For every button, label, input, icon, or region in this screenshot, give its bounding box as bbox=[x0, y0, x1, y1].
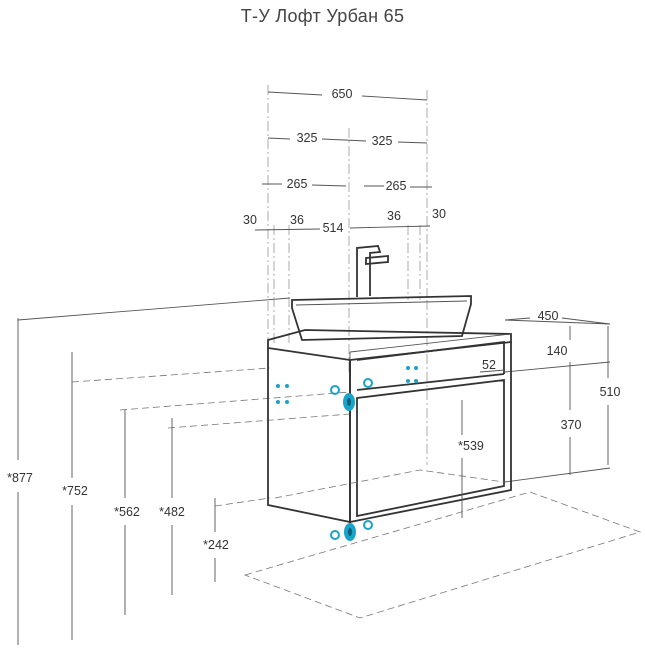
dim-562: *562 bbox=[114, 505, 140, 519]
dim-265-right: 265 bbox=[386, 179, 407, 193]
dim-650: 650 bbox=[332, 87, 353, 101]
horizontal-dimension-lines bbox=[254, 91, 432, 231]
marker-dot bbox=[285, 384, 289, 388]
marker-dot bbox=[414, 366, 418, 370]
marker-ring bbox=[330, 530, 340, 540]
marker-dot bbox=[276, 400, 280, 404]
vertical-guides bbox=[267, 85, 428, 465]
dim-877: *877 bbox=[7, 471, 33, 485]
marker-hinge-core bbox=[347, 398, 351, 406]
dim-370: 370 bbox=[561, 418, 582, 432]
faucet bbox=[356, 245, 389, 297]
dim-752: *752 bbox=[62, 484, 88, 498]
dim-482: *482 bbox=[159, 505, 185, 519]
marker-dot bbox=[285, 400, 289, 404]
dim-30-right: 30 bbox=[432, 207, 446, 221]
dim-265-left: 265 bbox=[287, 177, 308, 191]
dim-539: *539 bbox=[458, 439, 484, 453]
dimension-labels: 650 325 325 265 265 30 36 514 36 30 450 … bbox=[7, 87, 620, 552]
drawing-title: Т-У Лофт Урбан 65 bbox=[240, 6, 405, 26]
dim-52: 52 bbox=[482, 358, 496, 372]
cabinet-body bbox=[267, 340, 512, 524]
marker-dot bbox=[406, 366, 410, 370]
wall-reference-lines bbox=[17, 297, 611, 507]
marker-ring bbox=[363, 520, 373, 530]
dim-514: 514 bbox=[323, 221, 344, 235]
height-dimension-lines bbox=[17, 317, 611, 645]
marker-ring bbox=[330, 385, 340, 395]
dim-36-right: 36 bbox=[387, 209, 401, 223]
marker-ring bbox=[363, 378, 373, 388]
dim-510: 510 bbox=[600, 385, 621, 399]
dim-36-left: 36 bbox=[290, 213, 304, 227]
dim-450: 450 bbox=[538, 309, 559, 323]
marker-dot bbox=[406, 379, 410, 383]
vessel-sink bbox=[291, 295, 472, 341]
dim-325-right: 325 bbox=[372, 134, 393, 148]
dim-325-left: 325 bbox=[297, 131, 318, 145]
marker-dot bbox=[276, 384, 280, 388]
mounting-markers bbox=[276, 366, 418, 541]
marker-dot bbox=[414, 379, 418, 383]
floor-outline bbox=[243, 491, 642, 619]
dim-140: 140 bbox=[547, 344, 568, 358]
dim-30-left: 30 bbox=[243, 213, 257, 227]
marker-hinge-core bbox=[348, 528, 352, 536]
dim-242: *242 bbox=[203, 538, 229, 552]
